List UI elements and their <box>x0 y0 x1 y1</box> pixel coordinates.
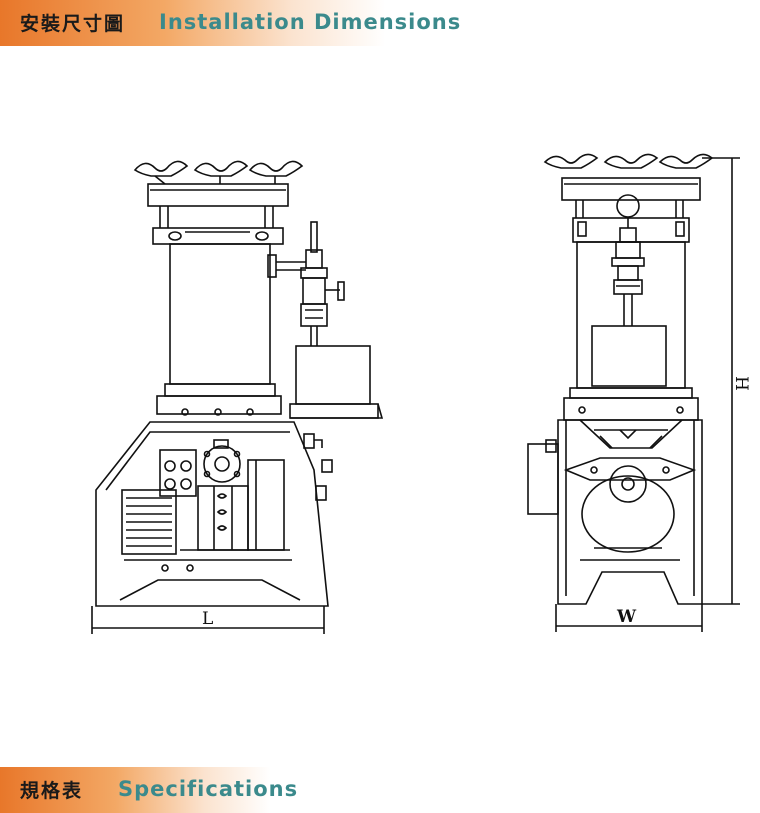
motor-body <box>121 489 177 555</box>
installation-dimensions-header: 安裝尺寸圖 Installation Dimensions <box>0 0 470 46</box>
vent-pipe <box>310 221 318 253</box>
specifications-header: 規格表 Specifications <box>0 767 330 813</box>
terminal-box <box>159 449 197 497</box>
front-filter-chamber <box>576 241 686 389</box>
pump-flange <box>203 445 241 483</box>
front-motor-cap <box>591 325 667 387</box>
length-label: L <box>202 609 213 629</box>
section-title-zh: 安裝尺寸圖 <box>20 13 126 35</box>
ball-valve <box>302 277 326 305</box>
section-title-en: Installation Dimensions <box>159 10 462 34</box>
side-view <box>91 160 384 634</box>
front-stand <box>557 419 703 605</box>
pump-stand <box>95 421 329 607</box>
height-label: H <box>731 376 751 391</box>
front-view <box>527 153 740 632</box>
pressure-gauge <box>616 194 640 218</box>
width-label: W <box>616 607 637 627</box>
pump-volute <box>581 475 675 553</box>
top-cover-plate <box>147 183 289 207</box>
section-title-en: Specifications <box>118 777 299 801</box>
side-switch-box <box>527 443 559 515</box>
section-title-zh: 規格表 <box>20 780 84 802</box>
filter-chamber <box>169 243 271 385</box>
front-top-plate <box>561 177 701 201</box>
wing-knobs-front <box>543 153 714 169</box>
motor-cap <box>295 345 371 405</box>
clamp-band <box>152 227 284 245</box>
wing-knobs <box>133 160 304 185</box>
